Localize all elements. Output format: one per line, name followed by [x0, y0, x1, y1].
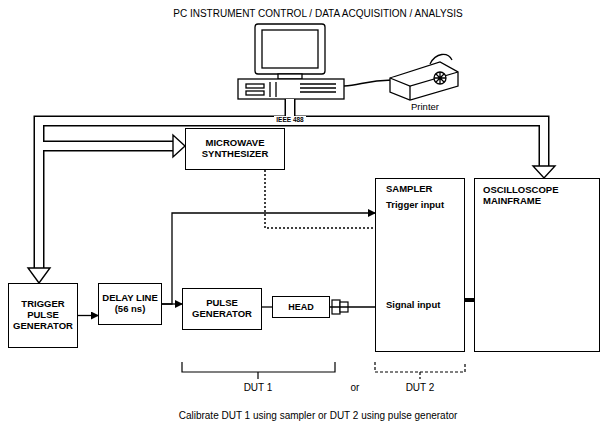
- line-art: [300, 91, 336, 92]
- or-label: or: [349, 382, 362, 393]
- line-art: [533, 166, 555, 178]
- box-text: Signal input: [386, 300, 440, 311]
- box-text: Trigger input: [386, 200, 444, 211]
- delay-line-box: DELAY LINE (56 ns): [98, 283, 162, 325]
- line-art: [39, 99, 544, 270]
- bus-label: IEEE 488: [274, 116, 305, 123]
- sampler-box: SAMPLER Trigger inputSignal input: [375, 178, 465, 352]
- dut-label: DUT 1: [242, 382, 275, 393]
- synthesizer-box: MICROWAVE SYNTHESIZER: [185, 128, 285, 170]
- line-art: [300, 83, 336, 84]
- line-art: [430, 54, 452, 64]
- line-art: [28, 268, 50, 283]
- connector: [330, 306, 375, 308]
- computer-icon: [238, 24, 344, 99]
- box-text: DELAY LINE (56 ns): [102, 293, 158, 315]
- dut2-bracket: [375, 362, 465, 379]
- box-text: TRIGGER PULSE GENERATOR: [12, 299, 74, 332]
- line-art: [269, 82, 270, 97]
- printer-icon: [390, 54, 458, 100]
- line-art: [409, 86, 410, 100]
- diagram-title: PC INSTRUMENT CONTROL / DATA ACQUISITION…: [173, 8, 463, 19]
- connector: [262, 306, 272, 307]
- line-art: [255, 24, 325, 74]
- caption: Calibrate DUT 1 using sampler or DUT 2 u…: [179, 410, 458, 421]
- line-art: [300, 87, 336, 88]
- line-art: [434, 72, 446, 84]
- connector: [465, 298, 474, 302]
- box-text: MICROWAVE SYNTHESIZER: [189, 138, 281, 160]
- line-art: [173, 135, 185, 157]
- line-art: [390, 62, 458, 100]
- line-art: [262, 30, 318, 68]
- line-art: [278, 74, 302, 79]
- dut-label: DUT 2: [404, 382, 437, 393]
- line-art: [434, 72, 446, 84]
- oscilloscope-box: OSCILLOSCOPE MAINFRAME: [474, 178, 600, 352]
- box-text: PULSE GENERATOR: [186, 298, 258, 320]
- line-art: [238, 79, 344, 99]
- line-art: [275, 82, 276, 97]
- connector: [265, 170, 375, 228]
- dut1-bracket: [182, 362, 335, 379]
- box-text: OSCILLOSCOPE MAINFRAME: [483, 185, 569, 207]
- connector: [78, 315, 98, 316]
- line-art: [246, 91, 264, 95]
- line-art: [39, 99, 544, 270]
- box-text: SAMPLER: [386, 184, 432, 195]
- pulse-generator-box: PULSE GENERATOR: [182, 288, 262, 330]
- head-box: HEAD: [272, 296, 330, 318]
- printer-label: Printer: [409, 101, 441, 112]
- printer-cable: [344, 80, 392, 86]
- trigger-generator-box: TRIGGER PULSE GENERATOR: [8, 283, 78, 348]
- box-text: HEAD: [288, 302, 314, 312]
- line-art: [390, 72, 458, 86]
- line-art: [246, 84, 264, 88]
